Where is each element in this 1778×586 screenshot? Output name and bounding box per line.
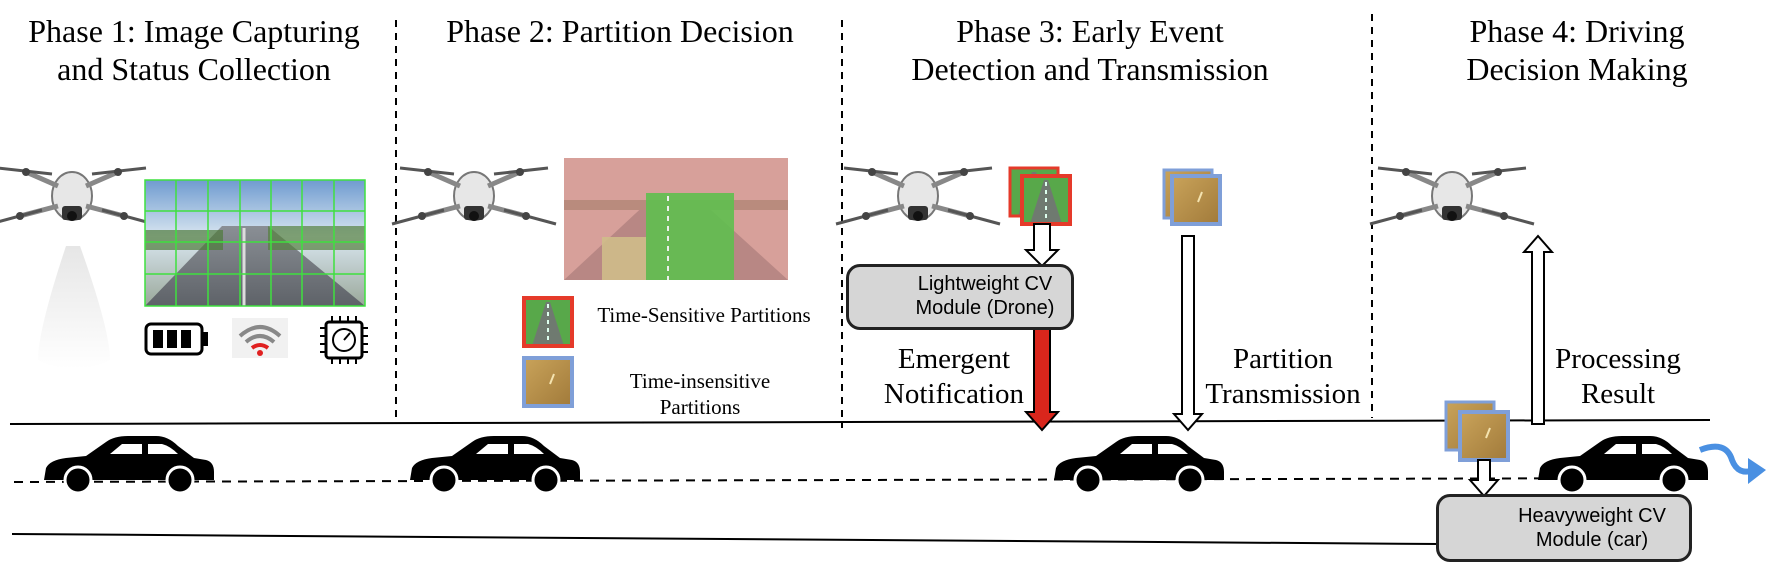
phase-1-title-line2: and Status Collection — [57, 51, 331, 87]
partition-transmission-label: Partition Transmission — [1196, 342, 1370, 412]
insensitive-partitions-stack — [1162, 168, 1222, 226]
legend-insensitive-label: Time-insensitive Partitions — [600, 368, 800, 420]
heavyweight-cv-module — [1436, 494, 1692, 562]
phase-2-title: Phase 2: Partition Decision — [410, 12, 830, 50]
phase-3-title-line1: Phase 3: Early Event — [956, 13, 1224, 49]
car-icon-phase1 — [42, 434, 216, 495]
received-partitions-stack — [1444, 400, 1510, 462]
flow-continue-arrow-icon — [1698, 443, 1756, 475]
car-icon-phase4 — [1536, 434, 1710, 495]
road-middle-dashed-line — [13, 477, 1701, 483]
drone-icon-phase4 — [1370, 168, 1534, 224]
sensitive-partitions-stack — [1008, 166, 1072, 226]
car-icon-phase2 — [408, 434, 582, 495]
drone-icon-phase2 — [392, 168, 556, 224]
lightweight-cv-line2: Module (Drone) — [915, 297, 1055, 319]
lightweight-cv-line1: Lightweight CV — [917, 273, 1053, 295]
road-bottom-line — [11, 533, 1441, 545]
lightweight-cv-module-label: Lightweight CV Module (Drone) — [896, 272, 1074, 320]
legend-sensitive-label: Time-Sensitive Partitions — [597, 303, 811, 327]
car-icon-phase3 — [1052, 434, 1226, 495]
road-image-phase1 — [144, 179, 366, 307]
emergent-notification-label: Emergent Notification — [876, 342, 1032, 412]
heavyweight-cv-line1: Heavyweight CV — [1518, 505, 1666, 527]
legend-insensitive-line2: Partitions — [659, 395, 741, 419]
road-image-partitioned — [564, 158, 788, 280]
legend-insensitive-swatch — [522, 356, 574, 408]
phase-4-title: Phase 4: Driving Decision Making — [1392, 12, 1762, 88]
flow-continue-arrowhead-icon — [1748, 458, 1766, 484]
processing-line1: Processing — [1555, 343, 1681, 375]
phase-1-title: Phase 1: Image Capturing and Status Coll… — [6, 12, 382, 88]
processing-result-label: Processing Result — [1540, 342, 1696, 412]
phase-2-title-line1: Phase 2: Partition Decision — [446, 13, 794, 49]
partition-line2: Transmission — [1205, 378, 1361, 410]
camera-beam-icon — [38, 246, 110, 369]
emergent-line1: Emergent — [897, 343, 1011, 375]
emergent-notification-arrow — [1023, 323, 1061, 432]
battery-icon — [144, 322, 208, 356]
lightweight-cv-module — [846, 264, 1074, 330]
processing-line2: Result — [1580, 378, 1656, 410]
heavyweight-cv-module-label: Heavyweight CV Module (car) — [1500, 504, 1684, 552]
partition-line1: Partition — [1233, 343, 1333, 375]
legend-insensitive-line1: Time-insensitive — [629, 369, 771, 393]
emergent-line2: Notification — [883, 378, 1025, 410]
processing-result-arrow — [1521, 234, 1555, 425]
wifi-signal-icon — [232, 318, 288, 358]
processor-gauge-icon — [320, 316, 368, 364]
arrow-to-lightweight-module — [1023, 223, 1061, 268]
arrow-to-heavyweight-module — [1467, 459, 1501, 498]
phase-4-title-line2: Decision Making — [1466, 51, 1688, 87]
phase-4-title-line1: Phase 4: Driving — [1469, 13, 1685, 49]
phase-3-title-line2: Detection and Transmission — [911, 51, 1269, 87]
road-top-line — [9, 419, 1711, 425]
partition-transmission-arrow — [1171, 235, 1205, 432]
phase-1-title-line1: Phase 1: Image Capturing — [28, 13, 360, 49]
drone-icon-phase3 — [836, 168, 1000, 224]
phase-3-title: Phase 3: Early Event Detection and Trans… — [860, 12, 1320, 88]
drone-icon-phase1 — [0, 168, 154, 224]
heavyweight-cv-line2: Module (car) — [1535, 529, 1649, 551]
legend-sensitive-swatch — [522, 296, 574, 348]
